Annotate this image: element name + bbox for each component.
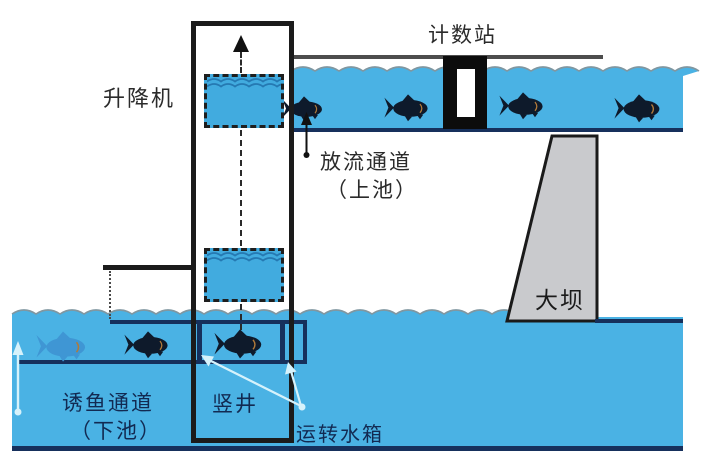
lift-path-dashed-segment bbox=[240, 304, 242, 330]
entrance-dotted-guide bbox=[109, 271, 111, 319]
upper-channel-floor-line bbox=[291, 128, 683, 132]
vertical-shaft-label: 竖井 bbox=[212, 393, 258, 416]
attraction-channel-label-line2: （下池） bbox=[70, 420, 162, 443]
counting-station-label: 计数站 bbox=[428, 24, 497, 47]
elevator-label: 升降机 bbox=[103, 86, 176, 111]
attraction-channel-floor-line bbox=[18, 360, 307, 364]
transport-tank-bottom-left-wall bbox=[197, 323, 202, 362]
counting-station bbox=[443, 56, 487, 129]
release-channel-label-line1: 放流通道 bbox=[320, 151, 412, 174]
fish-icon-black bbox=[123, 330, 169, 359]
lower-water-surface-waves bbox=[11, 309, 517, 319]
transport-tank-label: 运转水箱 bbox=[296, 424, 384, 446]
lower-pool-water bbox=[12, 317, 683, 447]
transport-tank-upper bbox=[204, 74, 284, 128]
transport-tank-middle bbox=[204, 248, 284, 302]
attraction-channel-right-wall bbox=[303, 320, 307, 364]
attraction-channel-label-line1: 诱鱼通道 bbox=[62, 392, 154, 415]
upstream-water-surface-line bbox=[595, 319, 683, 323]
lift-path-dashed-segment bbox=[240, 130, 242, 246]
fish-icon-black bbox=[613, 93, 661, 123]
upper-water-surface-waves bbox=[290, 66, 700, 76]
fish-icon-ghost bbox=[35, 330, 86, 363]
fish-icon-black bbox=[498, 91, 544, 120]
dam-label: 大坝 bbox=[535, 287, 585, 313]
counting-station-window bbox=[457, 69, 475, 117]
attraction-channel-top-line bbox=[110, 320, 307, 324]
lower-pool-bottom-bar bbox=[12, 446, 683, 451]
release-channel-label-line2: （上池） bbox=[326, 179, 418, 202]
fish-icon-black bbox=[383, 93, 429, 122]
transport-tank-bottom-right-wall bbox=[280, 323, 285, 362]
lift-shaft bbox=[191, 21, 294, 443]
entrance-step-beam bbox=[103, 265, 195, 270]
lift-path-dashed-segment bbox=[240, 52, 242, 73]
